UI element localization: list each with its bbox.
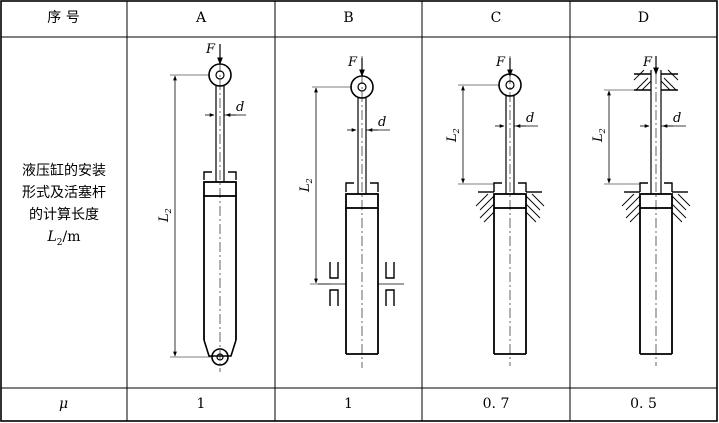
gland-right-d — [664, 182, 673, 192]
gland-left-d — [639, 182, 648, 192]
dim-d-label-c: d — [526, 111, 534, 126]
top-hatch-right-d — [660, 69, 679, 91]
force-label-a: F — [205, 42, 216, 57]
mu-label: μ — [58, 396, 69, 412]
mu-value-b: 1 — [344, 396, 353, 412]
row-label-line3: 的计算长度 — [29, 207, 99, 223]
header-col-a: A — [195, 10, 207, 26]
gland-left-a — [203, 171, 212, 180]
hatch-right-c — [525, 193, 545, 223]
dim-d-label-b: d — [378, 115, 386, 130]
gland-left-b — [345, 182, 354, 192]
trunnion-left-lower-b — [329, 289, 339, 306]
dim-d-label-d: d — [673, 111, 681, 126]
trunnion-left-upper-b — [329, 262, 339, 279]
trunnion-right-upper-b — [385, 262, 395, 279]
dim-l2-label-b: L2 — [298, 178, 314, 193]
hatch-left-d — [621, 193, 641, 223]
length-symbol: L — [47, 229, 57, 245]
header-index-label: 序 号 — [47, 10, 80, 26]
force-label-b: F — [347, 55, 358, 70]
diagram-c: F d — [445, 55, 545, 366]
mu-value-c: 0. 7 — [482, 396, 510, 412]
header-col-c: C — [490, 10, 502, 26]
diagram-d: F d — [591, 55, 691, 366]
gland-left-c — [493, 182, 502, 192]
length-unit: /m — [62, 229, 81, 245]
mu-value-d: 0. 5 — [630, 396, 657, 412]
gland-right-a — [228, 171, 237, 180]
hatch-right-d — [671, 193, 691, 223]
header-col-d: D — [637, 10, 650, 26]
row-label: 液压缸的安装 形式及活塞杆 的计算长度 L2/m — [4, 160, 124, 254]
force-label-d: F — [642, 55, 653, 70]
row-label-line2: 形式及活塞杆 — [22, 185, 106, 201]
dim-l2-label-c: L2 — [445, 128, 461, 143]
diagram-b: F d L2 — [298, 55, 404, 368]
dim-d-label-a: d — [236, 100, 244, 115]
length-subscript: 2 — [56, 237, 63, 248]
gland-right-b — [370, 182, 379, 192]
row-label-line1: 液压缸的安装 — [22, 163, 106, 179]
trunnion-right-lower-b — [385, 289, 395, 306]
gland-right-c — [518, 182, 527, 192]
diagram-a: F d L2 — [157, 42, 246, 372]
header-col-b: B — [343, 10, 354, 26]
dim-l2-label-d: L2 — [591, 128, 607, 143]
dim-l2-label-a: L2 — [157, 208, 173, 223]
top-hatch-left-d — [633, 69, 652, 91]
force-label-c: F — [495, 55, 506, 70]
row-label-line4: L2/m — [4, 226, 124, 254]
hatch-left-c — [475, 193, 495, 223]
mu-value-a: 1 — [196, 396, 206, 412]
